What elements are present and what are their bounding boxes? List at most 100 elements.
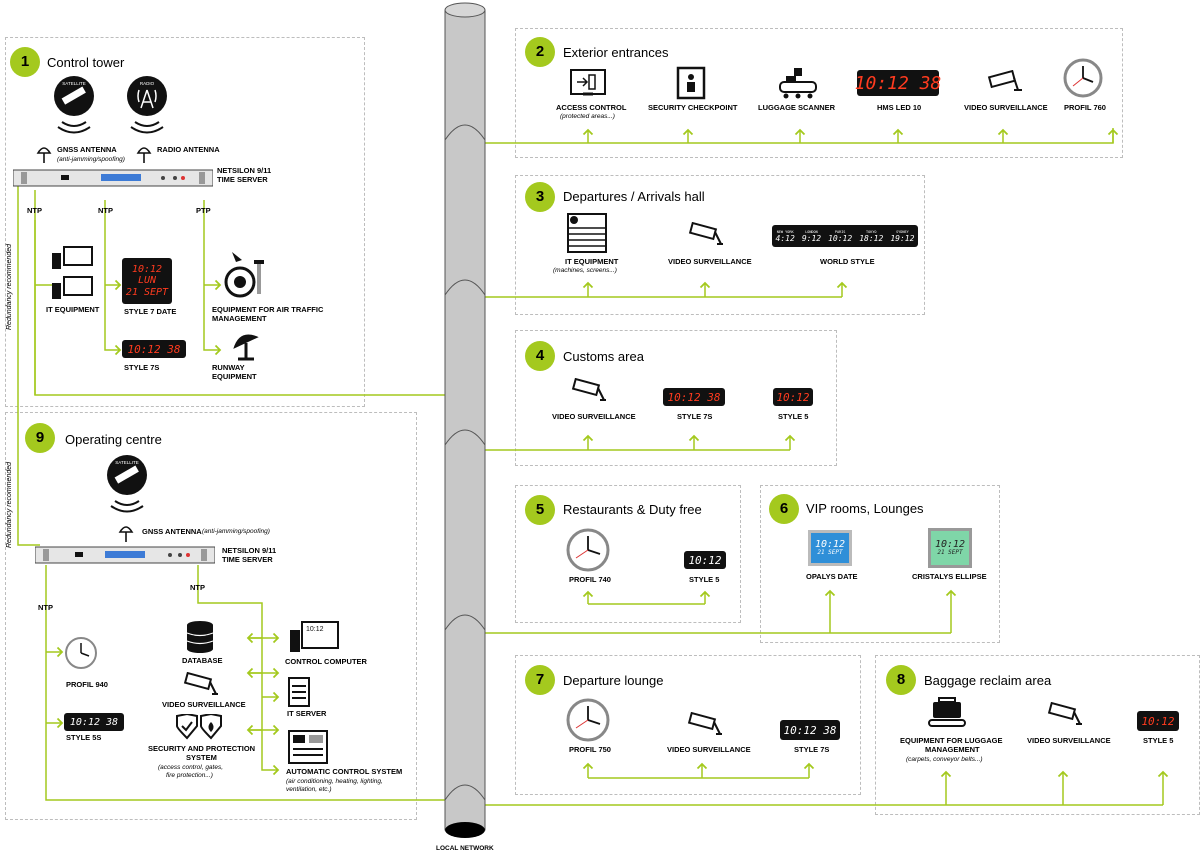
zone-7-badge: 7 — [525, 665, 555, 695]
security-label-2: SYSTEM — [186, 753, 217, 762]
security-sub-1: (access control, gates, — [158, 764, 224, 771]
automatic-control-sub-2: ventilation, etc.) — [286, 786, 332, 793]
svg-text:10:12: 10:12 — [306, 626, 324, 633]
zone-4-badge: 4 — [525, 341, 555, 371]
zone-3-title: Departures / Arrivals hall — [563, 189, 705, 204]
video-camera-icon-3 — [688, 222, 723, 245]
zone-7-title: Departure lounge — [563, 673, 664, 688]
profil-760-label: PROFIL 760 — [1064, 103, 1106, 112]
zone-vip — [760, 485, 1000, 643]
database-icon — [186, 621, 214, 653]
zone-1-badge: 1 — [10, 47, 40, 77]
style-7-date-label: STYLE 7 DATE — [124, 307, 177, 316]
luggage-management-icon — [928, 697, 966, 727]
style-5-customs-label: STYLE 5 — [778, 412, 809, 421]
style-7s-customs-label: STYLE 7S — [677, 412, 713, 421]
local-network-pipe — [444, 2, 486, 838]
zone-6-badge: 6 — [769, 494, 799, 524]
zone-5-badge: 5 — [525, 495, 555, 525]
video-camera-icon-op — [183, 672, 218, 695]
database-label: DATABASE — [182, 656, 223, 665]
security-label-1: SECURITY AND PROTECTION — [148, 744, 256, 753]
air-traffic-label-2: MANAGEMENT — [212, 314, 267, 323]
security-sub-2: fire protection...) — [166, 772, 213, 779]
air-traffic-icon — [224, 252, 264, 298]
ntp-label-3: NTP — [38, 603, 53, 612]
runway-radar-icon — [233, 334, 259, 361]
luggage-scanner-label: LUGGAGE SCANNER — [758, 103, 836, 112]
video-camera-icon-5 — [687, 712, 722, 735]
time-server-icon — [13, 169, 213, 187]
runway-label-2: EQUIPMENT — [212, 372, 257, 381]
control-computer-icon: 10:12 — [290, 621, 339, 652]
video-surveillance-6-label: VIDEO SURVEILLANCE — [1027, 736, 1111, 745]
hms-led-label: HMS LED 10 — [877, 103, 922, 112]
gnss-antenna-label-2: GNSS ANTENNA — [142, 527, 202, 536]
access-control-label: ACCESS CONTROL — [556, 103, 627, 112]
it-equipment-label: IT EQUIPMENT — [46, 305, 100, 314]
style-7s-display: 10:12 38 — [122, 340, 186, 358]
ntp-label-1: NTP — [27, 206, 42, 215]
luggage-management-label-1: EQUIPMENT FOR LUGGAGE — [900, 736, 1003, 745]
style-5-customs-display: 10:12 — [773, 388, 813, 406]
time-server-label-1: NETSILON 9/11 — [217, 166, 272, 175]
profil-750-label: PROFIL 750 — [569, 745, 611, 754]
gnss-antenna-icon-2 — [118, 526, 134, 542]
zone-control-tower — [5, 37, 365, 407]
video-camera-icon-6 — [1047, 702, 1082, 725]
style-7s-lounge-display: 10:12 38 — [780, 720, 840, 740]
radio-antenna-label: RADIO ANTENNA — [157, 145, 220, 154]
opalys-date-display: 10:12 21 SEPT — [808, 530, 852, 566]
profil-740-clock — [566, 528, 610, 572]
video-surveillance-2-label: VIDEO SURVEILLANCE — [964, 103, 1048, 112]
svg-text:SATELLITE: SATELLITE — [115, 460, 138, 465]
zone-3-badge: 3 — [525, 182, 555, 212]
luggage-scanner-icon — [779, 68, 817, 99]
redundancy-note-2: Redundancy recommended — [6, 462, 13, 548]
ntp-label-2: NTP — [98, 206, 113, 215]
access-control-sub: (protected areas...) — [560, 113, 615, 120]
ptp-label: PTP — [196, 206, 211, 215]
zone-2-title: Exterior entrances — [563, 45, 669, 60]
style-5s-display: 10:12 38 — [64, 713, 124, 731]
zone-restaurants — [515, 485, 741, 623]
video-camera-icon-4 — [571, 378, 606, 401]
profil-740-label: PROFIL 740 — [569, 575, 611, 584]
gnss-antenna-sub-2: (anti-jamming/spoofing) — [202, 528, 270, 535]
hms-led-display: 10:12 38 — [855, 70, 941, 96]
zone-9-badge: 9 — [25, 423, 55, 453]
style-5-restaurants-label: STYLE 5 — [689, 575, 720, 584]
runway-label-1: RUNWAY — [212, 363, 245, 372]
zone-5-title: Restaurants & Duty free — [563, 502, 702, 517]
time-server-label-2: TIME SERVER — [217, 175, 268, 184]
time-server-label-3: NETSILON 9/11 — [222, 546, 277, 555]
it-equipment-screen-icon — [567, 213, 607, 253]
style-5-baggage-label: STYLE 5 — [1143, 736, 1174, 745]
opalys-date-label: OPALYS DATE — [806, 572, 858, 581]
profil-760-clock — [1063, 58, 1103, 98]
it-equipment-2-sub: (machines, screens...) — [553, 267, 617, 274]
svg-text:SATELLITE: SATELLITE — [62, 81, 85, 86]
zone-customs — [515, 330, 837, 466]
zone-4-title: Customs area — [563, 349, 644, 364]
automatic-control-label: AUTOMATIC CONTROL SYSTEM — [286, 767, 403, 776]
style-7s-lounge-label: STYLE 7S — [794, 745, 830, 754]
access-control-icon — [570, 69, 606, 96]
style-5s-label: STYLE 5S — [66, 733, 102, 742]
zone-departures-arrivals — [515, 175, 925, 315]
style-5-restaurants-display: 10:12 — [684, 551, 726, 569]
gnss-antenna-label: GNSS ANTENNA — [57, 145, 117, 154]
style-5-baggage-display: 10:12 — [1137, 711, 1179, 731]
security-icons — [176, 714, 222, 740]
world-style-label: WORLD STYLE — [820, 257, 875, 266]
style-7s-customs-display: 10:12 38 — [663, 388, 725, 406]
cristalys-ellipse-label: CRISTALYS ELLIPSE — [912, 572, 987, 581]
zone-departure-lounge — [515, 655, 861, 795]
video-surveillance-3-label: VIDEO SURVEILLANCE — [668, 257, 752, 266]
it-equipment-2-label: IT EQUIPMENT — [565, 257, 619, 266]
satellite-icon: SATELLITE — [54, 76, 94, 134]
gnss-antenna-sub: (anti-jamming/spoofing) — [57, 156, 125, 163]
ntp-label-4: NTP — [190, 583, 205, 592]
